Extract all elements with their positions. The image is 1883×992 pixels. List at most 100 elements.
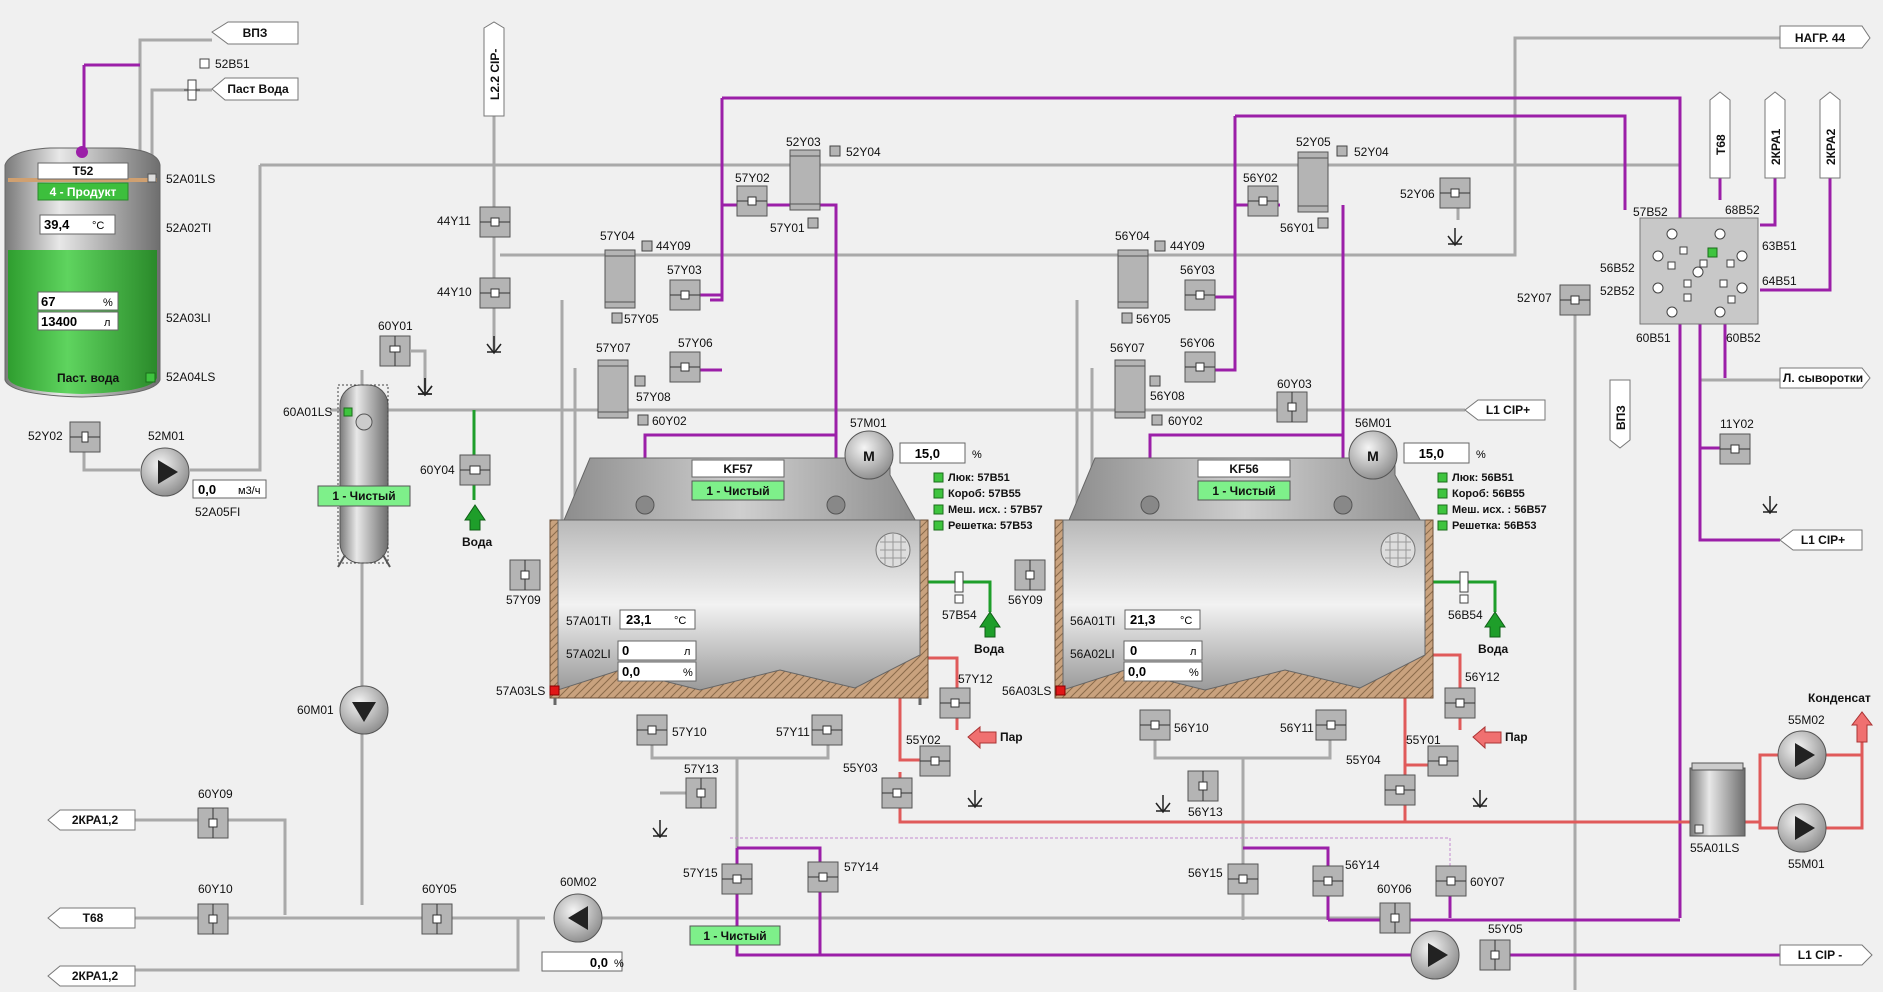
svg-text:Паст Вода: Паст Вода <box>227 82 289 96</box>
tag-2kra1-top[interactable]: 2КРА1 <box>1764 91 1786 179</box>
tag-2kra2-top[interactable]: 2КРА2 <box>1819 91 1841 179</box>
valve-55Y01[interactable] <box>1427 745 1459 777</box>
valve-60Y07[interactable] <box>1435 865 1467 897</box>
sensor-icon <box>184 79 200 101</box>
tag-nagr44[interactable]: НАГР. 44 <box>1779 25 1871 49</box>
tank-55A01LS[interactable] <box>1689 762 1746 837</box>
valve-55Y03[interactable] <box>881 777 913 809</box>
valve-60Y09[interactable] <box>197 807 229 839</box>
tag-2kra12-b[interactable]: 2КРА1,2 <box>47 965 136 987</box>
pump-60M02[interactable] <box>553 893 603 943</box>
valve-57Y06[interactable] <box>669 351 701 383</box>
valve-label: 56Y05 <box>1136 312 1171 326</box>
valve-56Y02[interactable] <box>1247 185 1279 217</box>
valve-44Y11[interactable] <box>479 206 511 238</box>
valve-57Y04[interactable] <box>604 249 636 309</box>
svg-text:2КРА1,2: 2КРА1,2 <box>72 813 119 827</box>
valve-56Y11[interactable] <box>1315 709 1347 741</box>
cip-manifold[interactable] <box>1639 217 1759 325</box>
kf56-interlocks: Люк: 56B51 Короб: 56B55 Меш. исх. : 56B5… <box>1437 472 1547 532</box>
valve-52Y05[interactable] <box>1297 151 1329 213</box>
tag-past-voda[interactable]: Паст Вода <box>211 77 299 101</box>
valve-57Y14[interactable] <box>807 861 839 893</box>
position-indicator <box>634 375 646 387</box>
valve-57Y02[interactable] <box>736 185 768 217</box>
valve-label: 60Y09 <box>198 787 233 801</box>
valve-55Y05[interactable] <box>1479 939 1511 971</box>
valve-56Y04[interactable] <box>1117 249 1149 309</box>
valve-60Y01[interactable] <box>379 335 411 367</box>
pump-55M01[interactable] <box>1777 803 1827 853</box>
tag-t68-left[interactable]: Т68 <box>47 907 136 929</box>
valve-57Y15[interactable] <box>721 863 753 895</box>
valve-57Y13[interactable] <box>685 777 717 809</box>
pump-60M01[interactable] <box>339 685 389 735</box>
pump-52M01[interactable] <box>140 447 190 497</box>
valve-52Y03[interactable] <box>789 149 821 211</box>
valve-56Y14[interactable] <box>1312 865 1344 897</box>
valve-57Y10[interactable] <box>636 714 668 746</box>
tag-2kra12-a[interactable]: 2КРА1,2 <box>47 809 136 831</box>
tag-l-syvorotki[interactable]: Л. сыворотки <box>1779 367 1871 389</box>
valve-55Y02[interactable] <box>919 745 951 777</box>
valve-57Y11[interactable] <box>811 714 843 746</box>
valve-11Y02[interactable] <box>1719 433 1751 465</box>
motor-57M01[interactable]: M <box>844 430 894 480</box>
valve-57Y07[interactable] <box>597 359 629 419</box>
tag-t68-top[interactable]: Т68 <box>1709 91 1731 179</box>
valve-56Y09[interactable] <box>1014 559 1046 591</box>
valve-56Y07[interactable] <box>1114 359 1146 419</box>
valve-55Y04[interactable] <box>1384 774 1416 806</box>
tag-l22-cip[interactable]: L2.2 CIP- <box>483 21 505 117</box>
vat-kf57[interactable]: KF57 1 - Чистый <box>549 457 929 705</box>
tank-t52[interactable]: T52 4 - Продукт 39,4 °C 67 % 13400 л Пас… <box>4 146 161 398</box>
motor-56M01[interactable]: M <box>1348 430 1398 480</box>
valve-label: 57Y09 <box>506 593 541 607</box>
valve-56Y10[interactable] <box>1139 709 1171 741</box>
drain-icon <box>1472 790 1488 809</box>
tag-l1cip-plus-2[interactable]: L1 CIP+ <box>1779 529 1863 551</box>
vat-kf56[interactable]: KF56 1 - Чистый <box>1054 457 1434 699</box>
pump-55M02[interactable] <box>1777 730 1827 780</box>
valve-56Y06[interactable] <box>1184 351 1216 383</box>
tag-l1cip-plus-1[interactable]: L1 CIP+ <box>1464 399 1546 421</box>
valve-label: 57Y01 <box>770 221 805 235</box>
svg-text:Вода: Вода <box>462 535 492 549</box>
pump-cip-return[interactable] <box>1410 930 1460 980</box>
valve-44Y10[interactable] <box>479 277 511 309</box>
valve-52Y06[interactable] <box>1439 177 1471 209</box>
water-arrow-icon <box>1484 611 1506 638</box>
svg-text:55M01: 55M01 <box>1788 857 1825 871</box>
separator-60A01LS[interactable] <box>337 384 391 568</box>
svg-text:52A01LS: 52A01LS <box>166 172 215 186</box>
svg-text:55A01LS: 55A01LS <box>1690 841 1739 855</box>
valve-60Y10[interactable] <box>197 903 229 935</box>
kf57-pct: 0,0 <box>622 664 640 679</box>
valve-label: 44Y09 <box>1170 239 1205 253</box>
valve-60Y05[interactable] <box>421 903 453 935</box>
valve-60Y04[interactable] <box>459 454 491 486</box>
valve-56Y03[interactable] <box>1184 279 1216 311</box>
valve-56Y12[interactable] <box>1444 687 1476 719</box>
valve-60Y03[interactable] <box>1276 391 1308 423</box>
valve-52Y07[interactable] <box>1559 284 1591 316</box>
svg-text:52M01: 52M01 <box>148 429 185 443</box>
tag-vpz-top[interactable]: ВПЗ <box>211 21 299 45</box>
drain-icon <box>967 790 983 809</box>
tag-l1cip-minus[interactable]: L1 CIP - <box>1779 944 1873 966</box>
flow-52A05FI: 0,0 <box>198 482 216 497</box>
valve-52Y02[interactable] <box>69 421 101 453</box>
valve-56Y15[interactable] <box>1227 863 1259 895</box>
svg-text:L1 CIP+: L1 CIP+ <box>1486 403 1530 417</box>
tag-vpz-right[interactable]: ВПЗ <box>1609 379 1631 449</box>
valve-56Y13[interactable] <box>1187 770 1219 802</box>
svg-text:52B51: 52B51 <box>215 57 250 71</box>
valve-57Y12[interactable] <box>939 687 971 719</box>
valve-57Y03[interactable] <box>669 279 701 311</box>
position-indicator <box>1336 145 1348 157</box>
valve-label: 57Y08 <box>636 390 671 404</box>
play-icon <box>1795 743 1815 767</box>
valve-60Y06[interactable] <box>1379 902 1411 934</box>
valve-label: 57Y04 <box>600 229 635 243</box>
valve-57Y09[interactable] <box>509 559 541 591</box>
